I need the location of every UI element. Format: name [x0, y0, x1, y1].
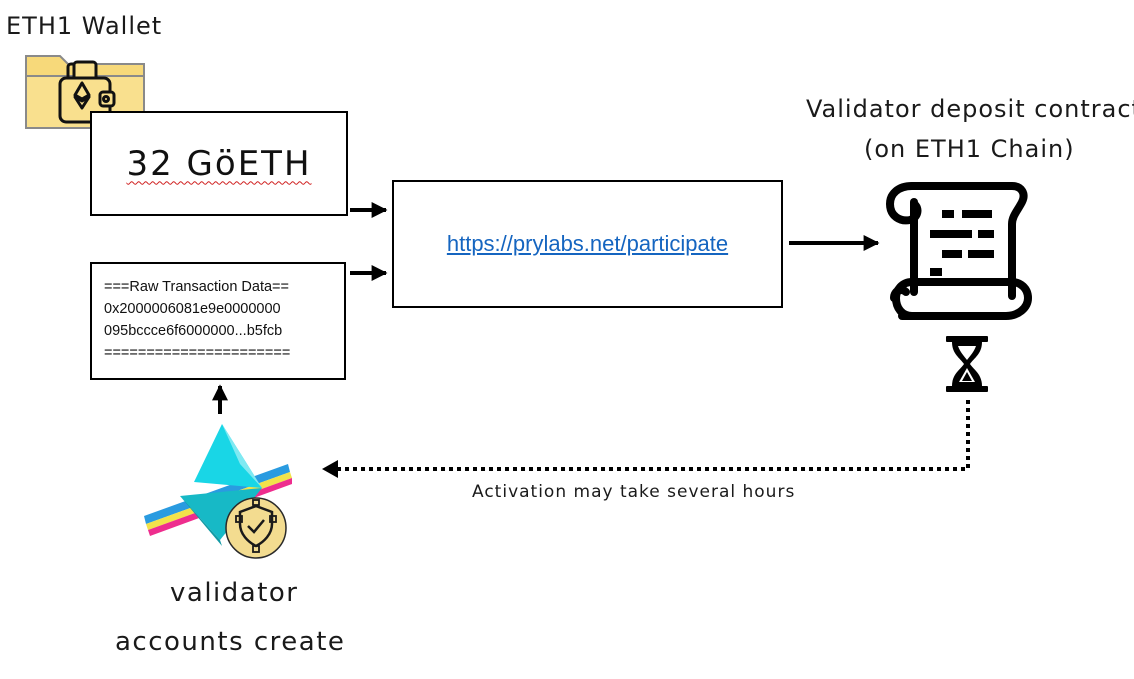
wallet-title: ETH1 Wallet	[6, 12, 163, 40]
raw-tx-line: ===Raw Transaction Data==	[104, 279, 289, 295]
deposit-amount-box: 32 GöETH	[90, 111, 348, 216]
scroll-contract-icon	[886, 182, 1032, 320]
raw-transaction-box: ===Raw Transaction Data== 0x2000006081e9…	[90, 262, 346, 380]
activation-dotted-arrow	[322, 400, 970, 478]
validator-caption-line2: accounts create	[115, 627, 346, 657]
security-badge-icon	[225, 497, 287, 559]
hourglass-icon	[946, 336, 988, 392]
contract-title: Validator deposit contract	[806, 95, 1134, 123]
activation-note: Activation may take several hours	[472, 482, 796, 502]
raw-tx-line: ======================	[104, 345, 291, 361]
participate-box: https://prylabs.net/participate	[392, 180, 783, 308]
deposit-amount: 32 GöETH	[126, 143, 312, 184]
participate-link[interactable]: https://prylabs.net/participate	[446, 231, 729, 256]
prysm-bird-icon	[144, 424, 292, 559]
validator-caption-line1: validator	[170, 578, 299, 608]
contract-subtitle: (on ETH1 Chain)	[864, 135, 1075, 163]
raw-tx-line: 0x2000006081e9e0000000	[104, 301, 281, 317]
raw-tx-line: 095bccce6f6000000...b5fcb	[104, 323, 283, 339]
